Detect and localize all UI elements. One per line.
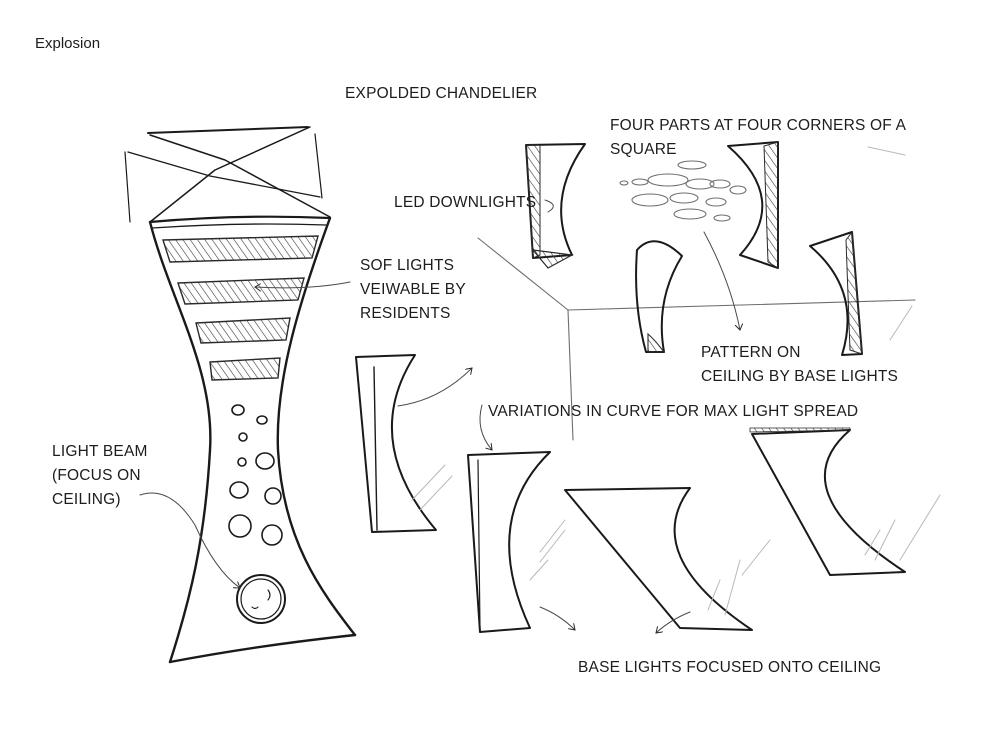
hourglass-chandelier [124, 126, 357, 664]
base-light-1 [467, 451, 551, 633]
corner-piece-1 [525, 143, 586, 269]
corner-piece-3 [635, 240, 683, 353]
diagram-title: EXPOLDED CHANDELIER [345, 85, 538, 102]
base-light-2 [564, 487, 753, 631]
sof-lights-label: SOF LIGHTS VEIWABLE BY RESIDENTS [360, 257, 466, 323]
corner-piece-4 [809, 230, 863, 356]
light-beam-arrow [139, 492, 240, 588]
led-downlights-label: LED DOWNLIGHTS [394, 194, 537, 211]
exploded-piece [355, 354, 437, 533]
light-rays [411, 464, 941, 616]
exploded-piece-arrow [397, 368, 472, 407]
page-label: Explosion [35, 35, 101, 52]
base-light-arrow-2 [656, 611, 691, 633]
bubble-lights [228, 404, 286, 624]
light-beam-label: LIGHT BEAM (FOCUS ON CEILING) [52, 443, 148, 509]
four-parts-pointer [867, 146, 906, 156]
pattern-arrow [703, 231, 740, 330]
corner-piece-2 [727, 141, 779, 269]
led-downlights-pointer [544, 199, 554, 213]
top-x-frame [124, 126, 331, 223]
variations-label: VARIATIONS IN CURVE FOR MAX LIGHT SPREAD [488, 403, 859, 420]
sof-lights-arrow [255, 281, 351, 288]
four-parts-label: FOUR PARTS AT FOUR CORNERS OF A SQUARE [610, 117, 907, 159]
pattern-label: PATTERN ON CEILING BY BASE LIGHTS [701, 344, 899, 386]
soft-light-bands [162, 235, 319, 381]
base-light-3 [749, 427, 906, 576]
base-lights-label: BASE LIGHTS FOCUSED ONTO CEILING [578, 659, 882, 676]
base-light-arrow-1 [539, 606, 575, 630]
variations-arrow [479, 404, 492, 450]
ceiling-light-pattern [619, 160, 747, 222]
